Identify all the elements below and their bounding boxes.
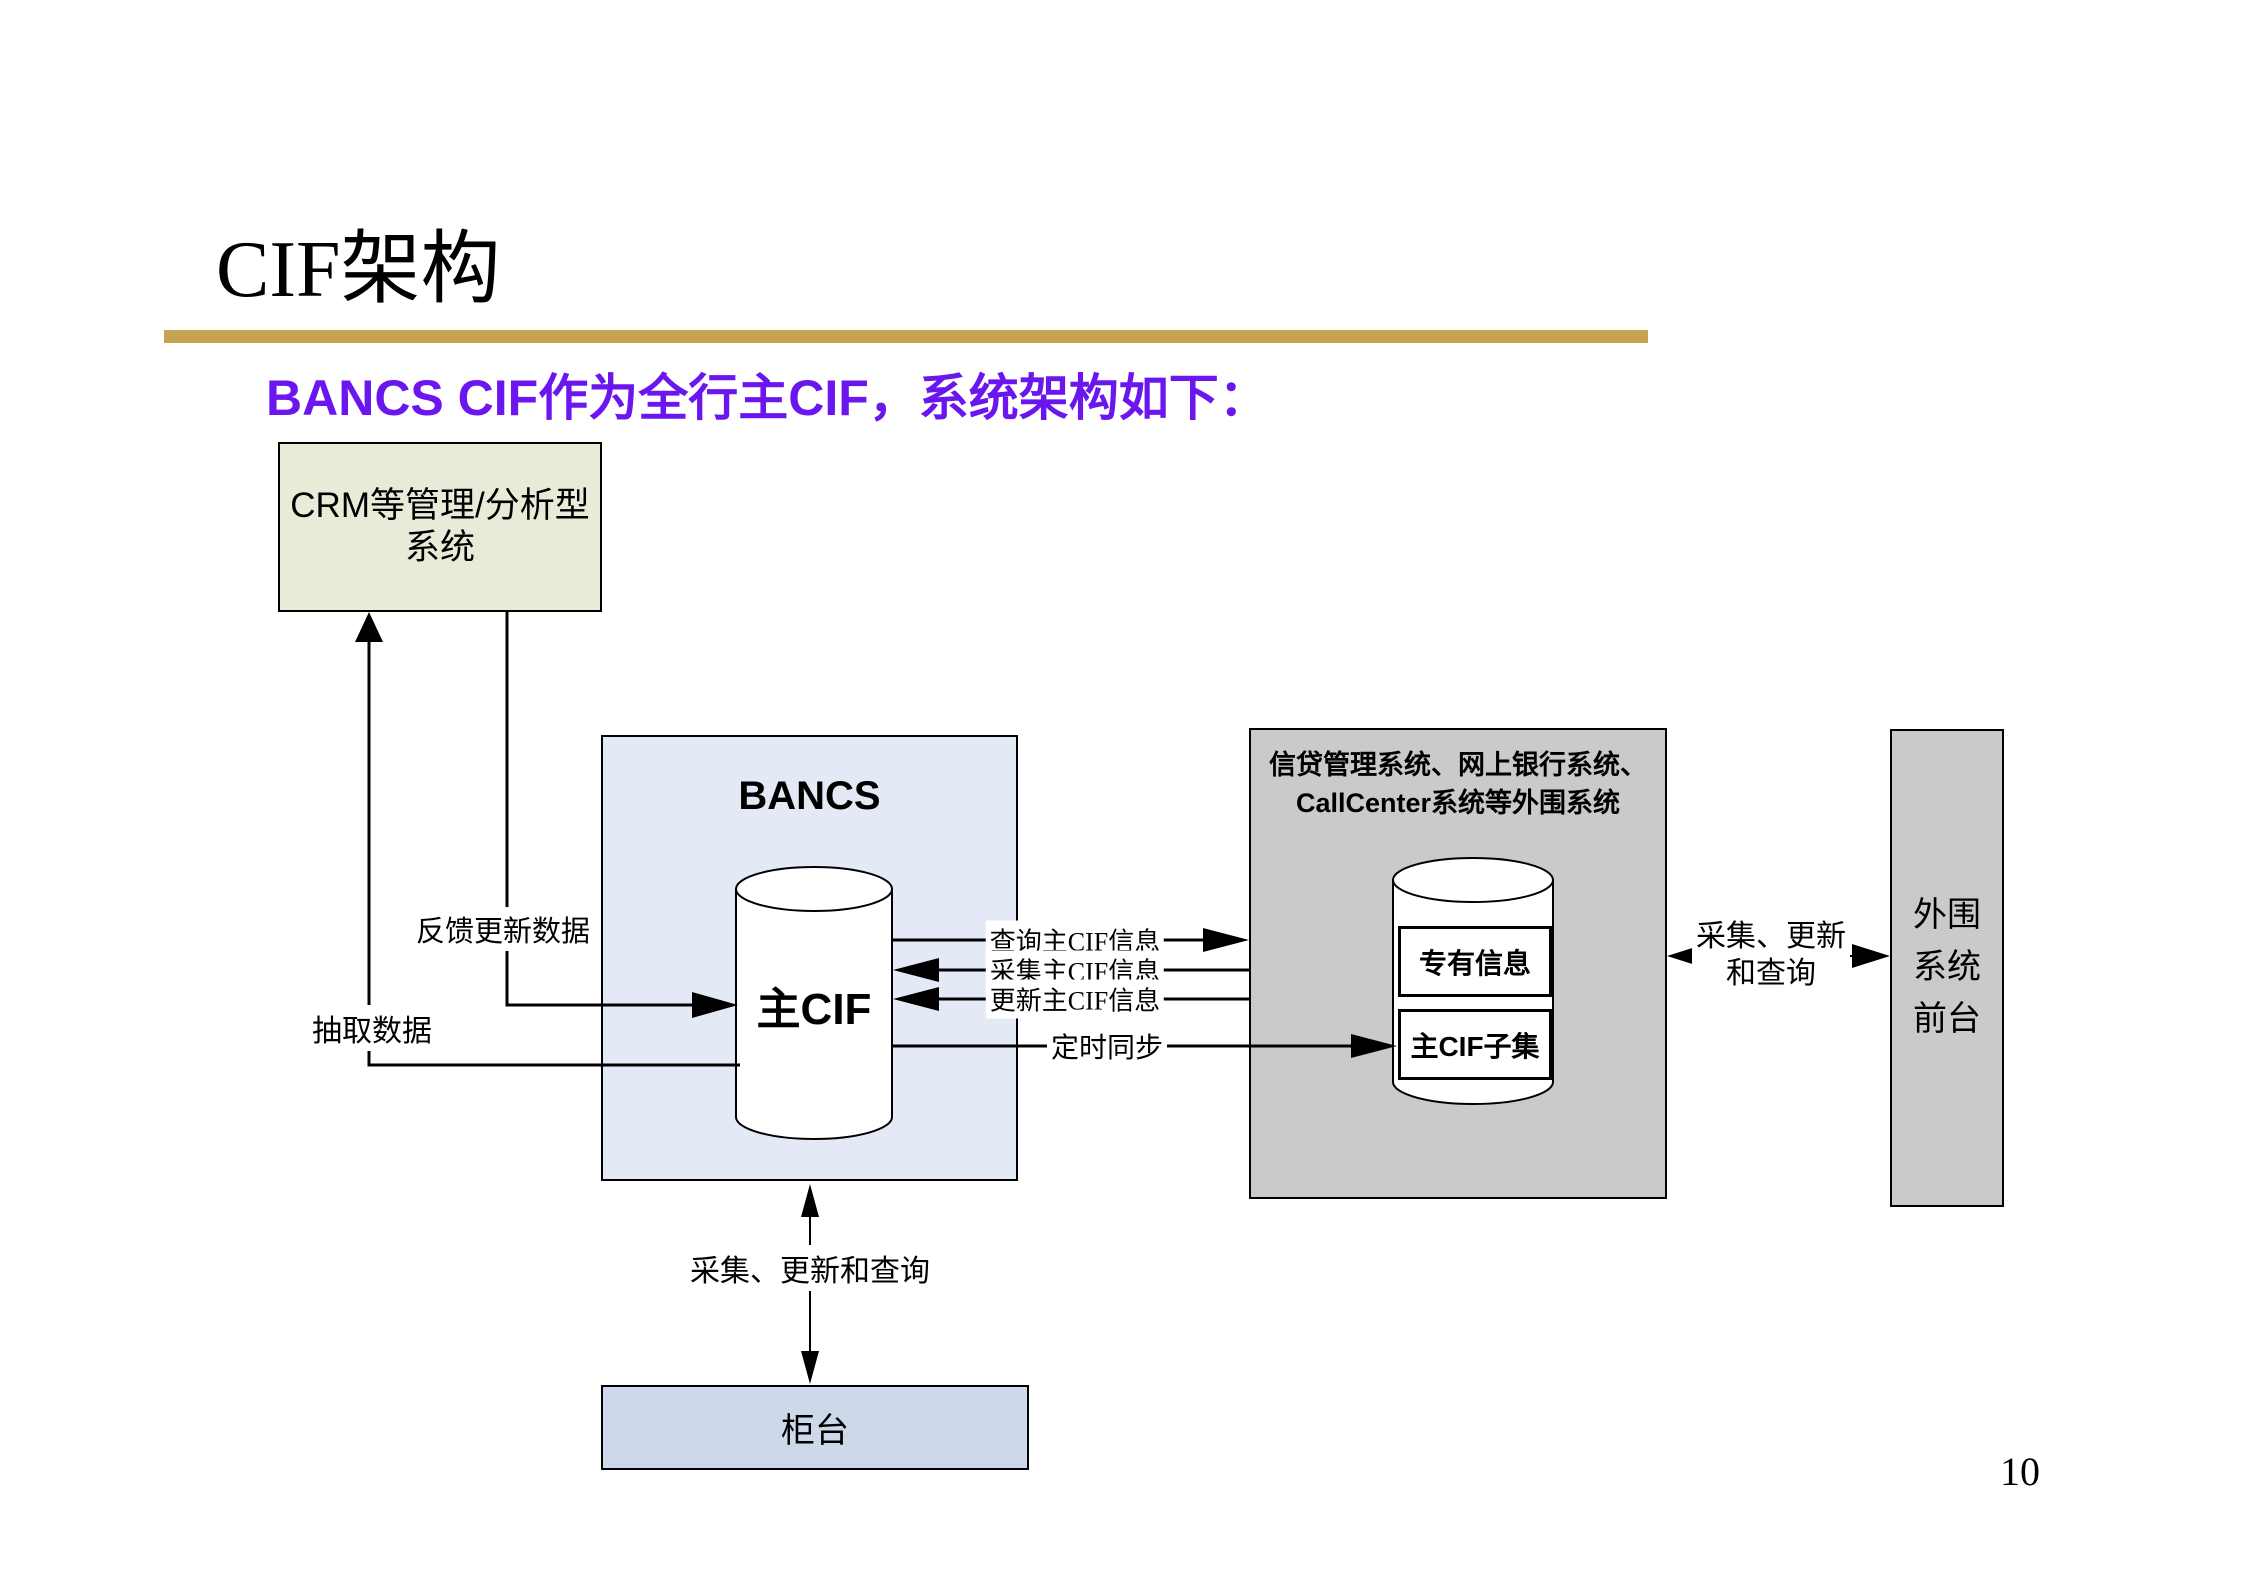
cif-subset-label: 主CIF子集 (1410, 1030, 1540, 1062)
bancs-box-title: BANCS (738, 774, 881, 818)
crm-system-box: CRM等管理/分析型 系统 (278, 442, 602, 612)
slide-subtitle: BANCS CIF作为全行主CIF，系统架构如下： (266, 370, 1269, 426)
private-info-label: 专有信息 (1418, 947, 1531, 979)
peripheral-systems-header: 信贷管理系统、网上银行系统、 CallCenter系统等外围系统 (1249, 746, 1667, 822)
counter-box-label: 柜台 (781, 1413, 849, 1450)
main-cif-cylinder-label: 主CIF (756, 985, 872, 1034)
cif-subset-box: 主CIF子集 (1398, 1009, 1552, 1080)
update-cif-label: 更新主CIF信息 (985, 979, 1165, 1019)
crm-system-label-line1: CRM等管理/分析型 (290, 486, 590, 525)
frontend-label-line1: 外围 (1913, 897, 1981, 934)
feedback-data-label: 反馈更新数据 (411, 907, 595, 951)
counter-box: 柜台 (601, 1385, 1029, 1470)
page-title: CIF架构 (216, 226, 501, 314)
title-underline-rule (164, 330, 1648, 343)
peripheral-header-line1: 信贷管理系统、网上银行系统、 (1269, 750, 1647, 780)
frontend-arrow-label-line1: 采集、更新 (1696, 920, 1846, 953)
frontend-arrow-label-line2: 和查询 (1726, 957, 1816, 990)
frontend-arrow-label: 采集、更新 和查询 (1692, 917, 1850, 993)
frontend-label-line2: 系统 (1913, 949, 1981, 986)
private-info-box: 专有信息 (1398, 926, 1552, 997)
page-number: 10 (2000, 1449, 2040, 1494)
peripheral-header-line2: CallCenter系统等外围系统 (1295, 788, 1621, 818)
extract-data-label: 抽取数据 (308, 1005, 436, 1051)
peripheral-frontend-box: 外围 系统 前台 (1890, 729, 2004, 1207)
timed-sync-label: 定时同步 (1046, 1025, 1168, 1067)
frontend-label-line3: 前台 (1913, 1001, 1981, 1038)
crm-system-label-line2: 系统 (404, 528, 475, 567)
counter-arrow-label: 采集、更新和查询 (686, 1245, 934, 1291)
